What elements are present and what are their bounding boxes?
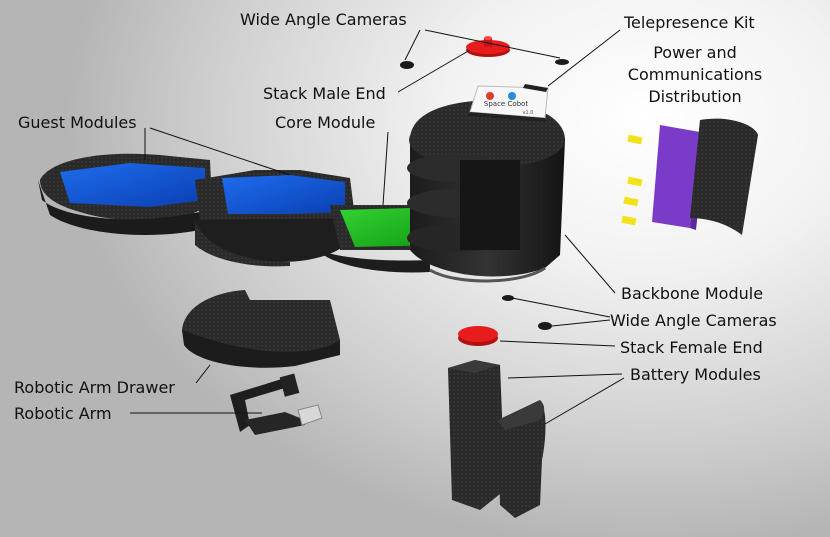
label-power-comm-line1: Power and xyxy=(653,43,737,62)
wide-angle-camera-top-right xyxy=(555,59,569,65)
robotic-arm xyxy=(230,373,323,435)
telepresence-kit xyxy=(468,84,549,122)
battery-module-2 xyxy=(498,400,546,518)
backbone-module xyxy=(407,100,565,283)
power-distribution xyxy=(621,118,758,235)
label-wide-angle-cameras-top: Wide Angle Cameras xyxy=(240,10,407,29)
label-robotic-arm-drawer: Robotic Arm Drawer xyxy=(14,378,175,397)
guest-module-left xyxy=(38,153,212,235)
label-guest-modules: Guest Modules xyxy=(18,113,137,132)
guest-module-middle xyxy=(192,170,355,267)
label-stack-male-end: Stack Male End xyxy=(263,84,386,103)
telepresence-card-subtitle: v1.0 xyxy=(523,110,534,116)
battery-module-1 xyxy=(448,360,505,510)
wide-angle-camera-top-left xyxy=(400,61,414,69)
label-battery-modules: Battery Modules xyxy=(630,365,761,384)
stack-male-end xyxy=(466,36,510,57)
label-power-comm-line2: Communications xyxy=(627,65,763,84)
label-telepresence-kit: Telepresence Kit xyxy=(624,13,755,32)
telepresence-card-title: Space Cobot xyxy=(484,100,528,108)
label-backbone-module: Backbone Module xyxy=(621,284,764,303)
stack-female-end xyxy=(458,326,498,346)
label-stack-female-end: Stack Female End xyxy=(620,338,763,357)
leader-lines xyxy=(130,29,625,425)
label-power-comm-line3: Distribution xyxy=(648,87,742,106)
label-core-module: Core Module xyxy=(275,113,376,132)
label-wide-angle-cameras-bottom: Wide Angle Cameras xyxy=(610,311,777,330)
robotic-arm-drawer xyxy=(182,290,340,368)
wide-angle-camera-bottom-right xyxy=(538,322,552,330)
wide-angle-camera-bottom-left xyxy=(502,295,514,301)
label-robotic-arm: Robotic Arm xyxy=(14,404,112,423)
